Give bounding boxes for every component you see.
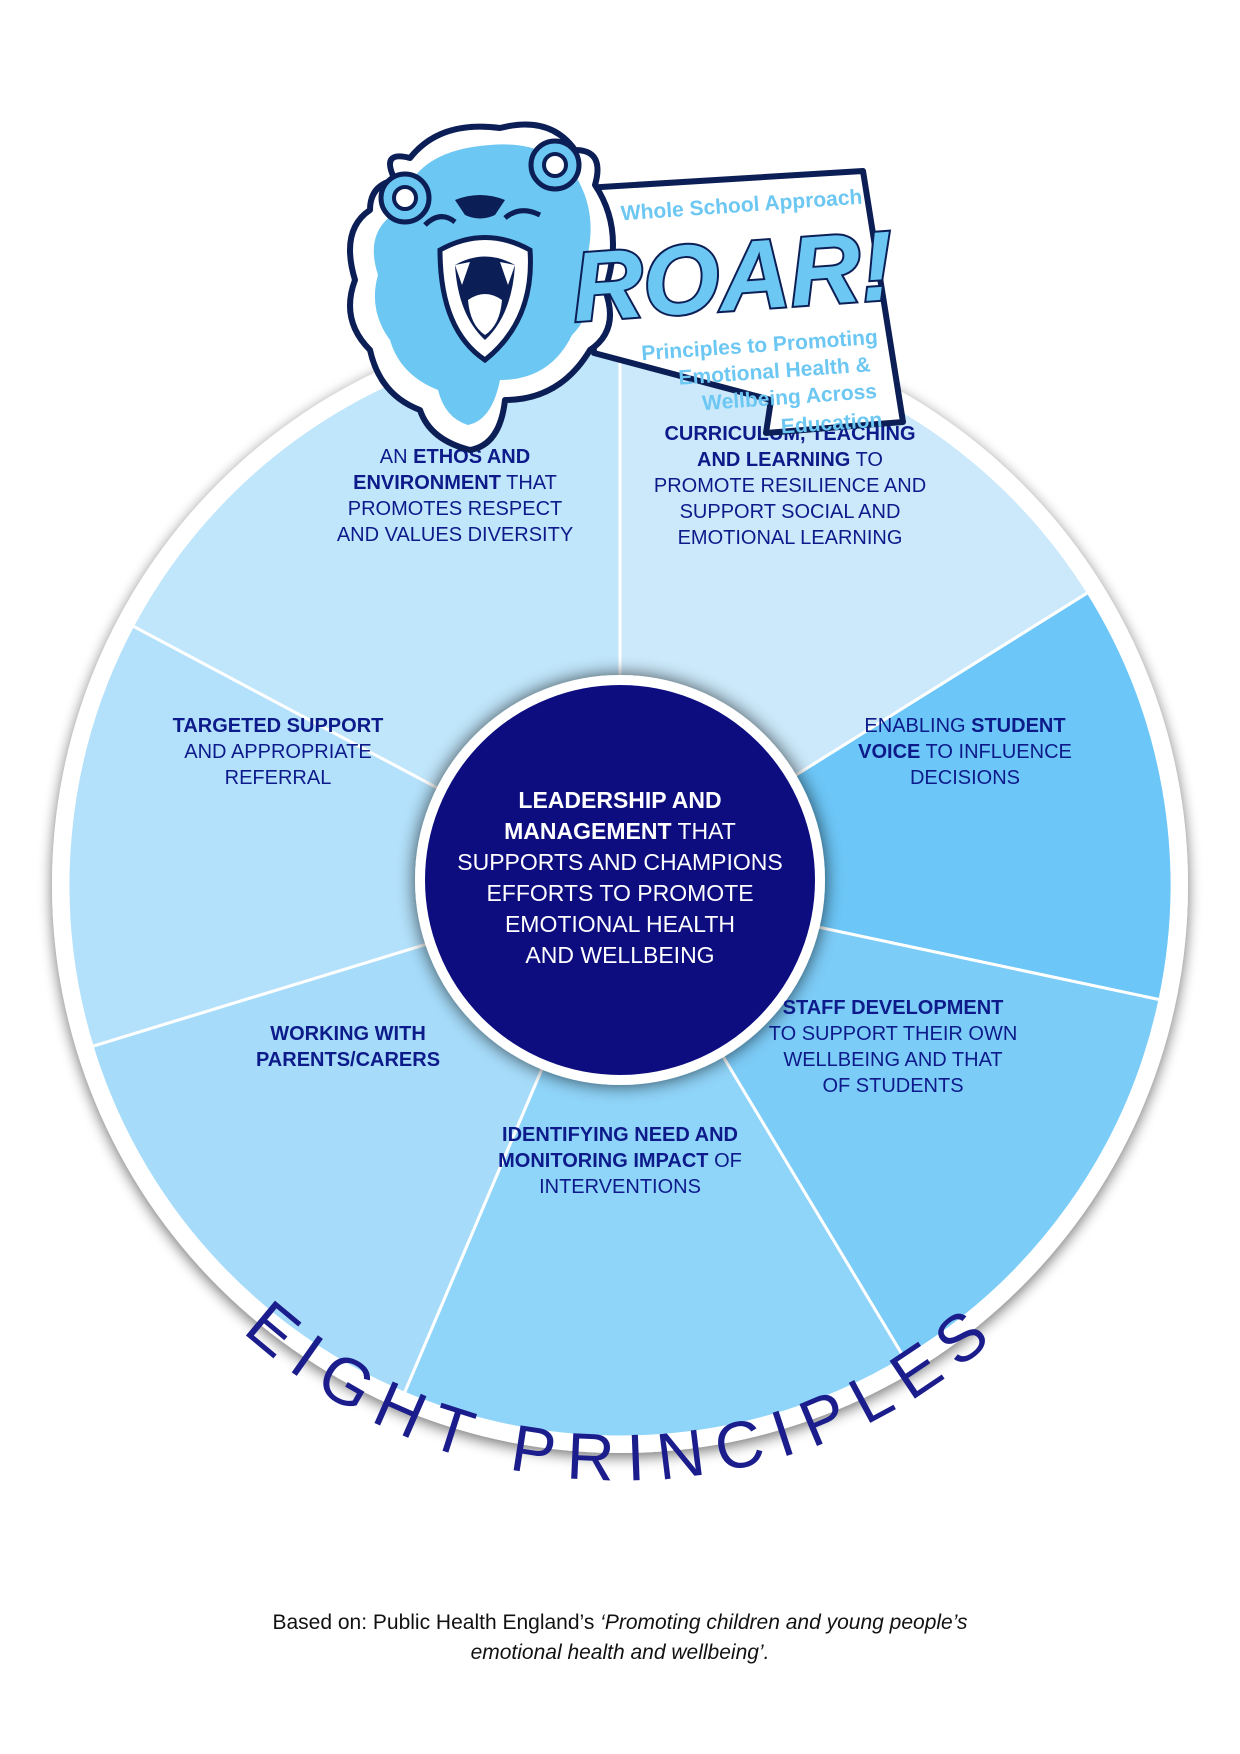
center-line: SUPPORTS AND CHAMPIONS [457,849,782,875]
label-targeted-support: TARGETED SUPPORT AND APPROPRIATE REFERRAL [173,715,384,789]
label-parents-carers-line: WORKING WITH [270,1023,426,1045]
center-line: MANAGEMENT THAT [504,818,736,844]
logo-banner [582,168,906,436]
label-identifying-need-line: INTERVENTIONS [539,1176,701,1198]
label-parents-carers: WORKING WITH PARENTS/CARERS [256,1023,440,1071]
segment-labels: AN ETHOS AND ENVIRONMENT THAT PROMOTES RES… [173,423,1072,1198]
footer-plain: Based on: Public Health England’s [272,1611,601,1634]
center-label: LEADERSHIP AND MANAGEMENT THAT SUPPORTS AN… [457,787,782,968]
center-line: EFFORTS TO PROMOTE [486,880,753,906]
label-curriculum-line: EMOTIONAL LEARNING [678,527,903,549]
label-staff-development-line: TO SUPPORT THEIR OWN [769,1023,1018,1045]
label-targeted-support-line: AND APPROPRIATE [184,741,371,763]
footer-citation: Based on: Public Health England’s ‘Promo… [0,1608,1240,1668]
center-disc [415,675,825,1085]
lion-head-icon [347,121,616,453]
label-identifying-need-line: IDENTIFYING NEED AND [502,1124,738,1146]
label-staff-development-line: OF STUDENTS [822,1075,963,1097]
label-identifying-need-line: MONITORING IMPACT OF [498,1150,742,1172]
label-staff-development-line: STAFF DEVELOPMENT [783,997,1004,1019]
label-student-voice: ENABLING STUDENT VOICE TO INFLUENCE DECISI… [858,715,1072,789]
footer-line-1: Based on: Public Health England’s ‘Promo… [0,1608,1240,1638]
label-student-voice-line: VOICE TO INFLUENCE [858,741,1072,763]
label-student-voice-line: DECISIONS [910,767,1020,789]
wheel-segments [66,331,1174,1439]
label-student-voice-line: ENABLING STUDENT [864,715,1065,737]
label-targeted-support-line: TARGETED SUPPORT [173,715,384,737]
footer-italic-1: ‘Promoting children and young people’s [600,1611,968,1634]
label-staff-development: STAFF DEVELOPMENT TO SUPPORT THEIR OWN WEL… [769,997,1018,1097]
segment-parents-carers [66,623,624,1049]
footer-italic-2: emotional health and wellbeing’. [470,1641,770,1664]
label-curriculum-line: SUPPORT SOCIAL AND [680,501,901,523]
footer-line-2: emotional health and wellbeing’. [0,1638,1240,1668]
label-parents-carers-line: PARENTS/CARERS [256,1049,440,1071]
label-targeted-support-line: REFERRAL [225,767,332,789]
label-ethos-line: AND VALUES DIVERSITY [337,524,573,546]
label-ethos: AN ETHOS AND ENVIRONMENT THAT PROMOTES RES… [337,446,573,546]
center-line: AND WELLBEING [525,942,714,968]
center-line: LEADERSHIP AND [518,787,721,813]
segment-staff-development [402,881,907,1439]
roar-logo: Whole School Approach ROAR! Principles t… [347,121,906,453]
label-curriculum-line: AND LEARNING TO [697,449,883,471]
label-ethos-line: ENVIRONMENT THAT [353,472,557,494]
label-identifying-need: IDENTIFYING NEED AND MONITORING IMPACT OF… [498,1124,742,1198]
center-line: EMOTIONAL HEALTH [505,911,735,937]
label-staff-development-line: WELLBEING AND THAT [783,1049,1002,1071]
label-ethos-line: PROMOTES RESPECT [348,498,562,520]
logo-main-word: ROAR! [569,210,897,342]
label-curriculum-line: PROMOTE RESILIENCE AND [654,475,926,497]
label-ethos-line: AN ETHOS AND [380,446,530,468]
